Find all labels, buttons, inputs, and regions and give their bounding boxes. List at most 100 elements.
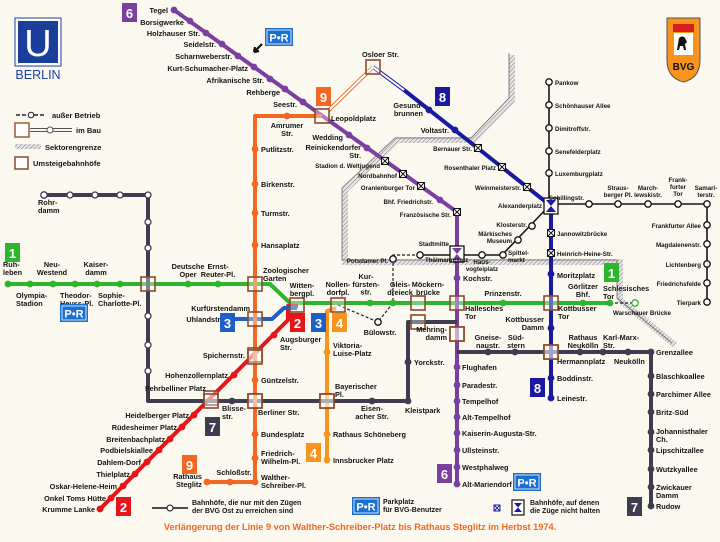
station-marker[interactable]: [453, 463, 461, 471]
station-label[interactable]: Bhf. Friedrichstr.: [383, 199, 433, 206]
station-label[interactable]: Frankfurter Allee: [652, 223, 702, 230]
station-label[interactable]: Uhlandstr.: [186, 315, 222, 324]
station-label[interactable]: Pankow: [555, 80, 579, 87]
station-label[interactable]: Weinmeisterstr.: [475, 185, 521, 192]
station-label[interactable]: Parchimer Allee: [656, 390, 711, 399]
interchange-station-box[interactable]: [410, 314, 426, 330]
station-label[interactable]: Gneise-naustr.: [475, 333, 502, 350]
station-label[interactable]: Friedrichsfelde: [657, 281, 702, 288]
station-marker[interactable]: [270, 331, 278, 339]
line-4-badge[interactable]: 4: [306, 443, 321, 462]
station-marker[interactable]: [202, 29, 210, 37]
station-marker-east[interactable]: [499, 251, 507, 259]
station-marker[interactable]: [647, 483, 655, 491]
interchange-station-box[interactable]: [543, 295, 559, 311]
station-marker[interactable]: [214, 280, 222, 288]
station-marker[interactable]: [251, 430, 259, 438]
interchange-station-box[interactable]: [319, 393, 335, 409]
interchange-station-box[interactable]: [330, 297, 346, 313]
station-marker-east[interactable]: [545, 78, 553, 86]
station-marker[interactable]: [484, 348, 492, 356]
station-marker[interactable]: [299, 98, 307, 106]
station-marker[interactable]: [404, 397, 412, 405]
line-7-badge[interactable]: 7: [627, 497, 642, 516]
station-marker[interactable]: [251, 454, 259, 462]
station-label[interactable]: Kleistpark: [405, 406, 441, 415]
station-label[interactable]: Straus-berger Pl.: [604, 185, 633, 199]
station-label[interactable]: Neukölln: [614, 357, 645, 366]
station-label[interactable]: Krumme Lanke: [42, 505, 95, 514]
line-1-badge[interactable]: 1: [604, 263, 619, 282]
station-label[interactable]: Wedding: [312, 133, 343, 142]
station-label[interactable]: Afrikanische Str.: [206, 76, 264, 85]
station-label[interactable]: Güntzelstr.: [261, 376, 299, 385]
station-marker[interactable]: [107, 494, 115, 502]
station-label[interactable]: Rudow: [656, 502, 681, 511]
station-marker-east[interactable]: [703, 240, 711, 248]
interchange-station-box[interactable]: [289, 297, 305, 313]
station-marker[interactable]: [251, 241, 259, 249]
station-marker-east[interactable]: [703, 298, 711, 306]
station-label[interactable]: Dimitroffstr.: [555, 126, 590, 133]
station-marker[interactable]: [93, 280, 101, 288]
station-label[interactable]: Thälmannplatz: [425, 257, 468, 264]
station-marker-east[interactable]: [545, 169, 553, 177]
station-marker-east[interactable]: [614, 200, 622, 208]
station-label[interactable]: Möckern-brücke: [412, 280, 445, 297]
station-marker[interactable]: [453, 381, 461, 389]
line-6-badge[interactable]: 6: [122, 3, 137, 22]
station-label[interactable]: Yorckstr.: [414, 358, 445, 367]
station-marker[interactable]: [366, 299, 374, 307]
station-marker[interactable]: [26, 280, 34, 288]
station-marker[interactable]: [647, 465, 655, 473]
station-label[interactable]: Thielplatz: [96, 470, 130, 479]
station-label[interactable]: Warschauer Brücke: [613, 310, 671, 317]
interchange-station-box[interactable]: [247, 311, 263, 327]
station-label[interactable]: Blaschkoallee: [656, 372, 705, 381]
station-label[interactable]: Osloer Str.: [362, 50, 399, 59]
station-label[interactable]: Seidelstr.: [184, 40, 216, 49]
station-label[interactable]: Rosenthaler Platz: [444, 165, 496, 172]
station-marker[interactable]: [4, 280, 12, 288]
station-marker[interactable]: [283, 112, 291, 120]
station-label[interactable]: Viktoria-Luise-Platz: [333, 341, 372, 358]
interchange-station-box[interactable]: [203, 393, 219, 409]
station-marker-east[interactable]: [528, 222, 536, 230]
station-marker[interactable]: [251, 209, 259, 217]
line-9-badge[interactable]: 9: [316, 87, 331, 106]
station-marker[interactable]: [363, 144, 371, 152]
station-label[interactable]: Voltastr.: [421, 126, 449, 135]
station-label[interactable]: Stadtmitte: [419, 241, 450, 248]
station-label[interactable]: Walther-Schreiber-Pl.: [261, 473, 306, 490]
station-label[interactable]: Schloßstr.: [216, 468, 251, 477]
station-marker[interactable]: [144, 367, 152, 375]
station-marker[interactable]: [647, 372, 655, 380]
station-label[interactable]: Boddinstr.: [557, 374, 593, 383]
station-marker[interactable]: [250, 63, 258, 71]
station-label[interactable]: Breitenbachplatz: [106, 435, 165, 444]
station-label[interactable]: Luxemburgplatz: [555, 171, 603, 178]
station-label[interactable]: Spichernstr.: [203, 351, 245, 360]
station-label[interactable]: Witten-bergpl.: [290, 281, 315, 298]
station-marker[interactable]: [647, 348, 655, 356]
station-label[interactable]: Französische Str.: [400, 212, 452, 219]
station-marker[interactable]: [368, 397, 376, 405]
station-label[interactable]: Seestr.: [273, 100, 297, 109]
station-marker[interactable]: [155, 446, 163, 454]
interchange-station-box[interactable]: [543, 344, 559, 360]
station-label[interactable]: Leopoldplatz: [331, 114, 376, 123]
station-label[interactable]: Bülowstr.: [364, 328, 397, 337]
station-label[interactable]: Gleis-dreieck: [387, 280, 413, 297]
station-marker[interactable]: [323, 456, 331, 464]
line-2-badge[interactable]: 2: [290, 313, 305, 332]
station-label[interactable]: Nordbahnhof: [358, 173, 398, 180]
station-marker[interactable]: [131, 470, 139, 478]
station-marker[interactable]: [71, 280, 79, 288]
